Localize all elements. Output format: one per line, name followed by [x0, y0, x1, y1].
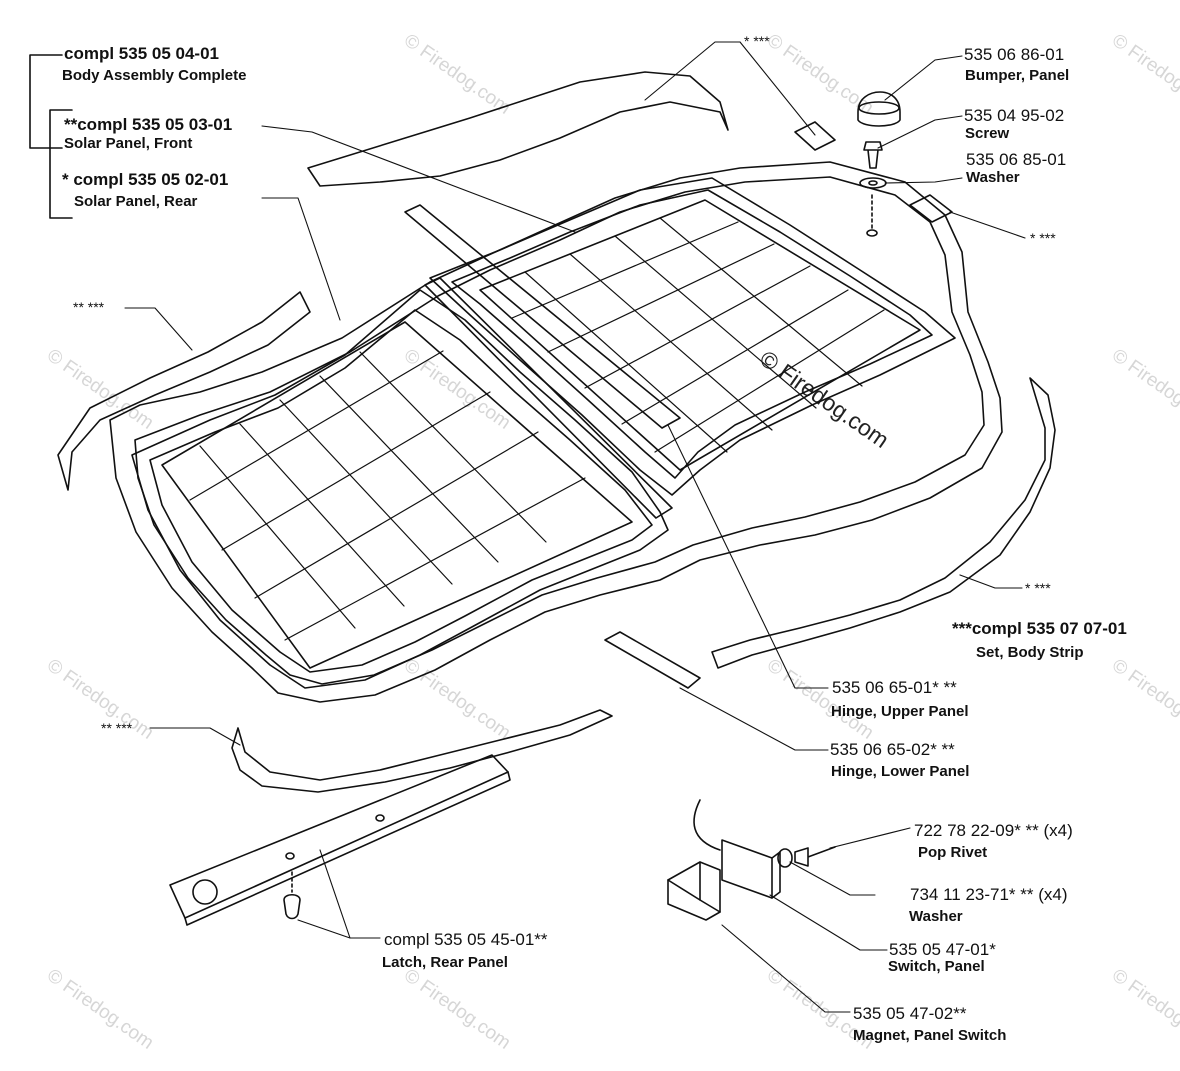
part-number-washer-rivet: 734 11 23-71* ** (x4) [910, 885, 1068, 904]
part-name-screw: Screw [965, 125, 1010, 142]
part-name-bumper: Bumper, Panel [965, 67, 1070, 84]
front-panel-grid [511, 217, 885, 453]
part-number-switch-panel: 535 05 47-01* [889, 940, 996, 959]
part-number-body-assembly: compl 535 05 04-01 [64, 44, 219, 63]
latch-pin [283, 893, 301, 920]
latch-part [169, 754, 509, 919]
pop-rivet-part [794, 846, 836, 867]
part-name-solar-front: Solar Panel, Front [64, 135, 193, 152]
washer-top-part [859, 177, 887, 189]
part-number-bumper: 535 06 86-01 [964, 45, 1065, 64]
front-panel-cells [479, 199, 921, 471]
strip-ref-right: * *** [1030, 230, 1056, 246]
part-number-latch: compl 535 05 45-01** [384, 930, 548, 949]
part-number-magnet: 535 05 47-02** [853, 1004, 967, 1023]
bumper-part [857, 91, 901, 127]
hinge-upper-part [404, 204, 681, 429]
body-strip-lower [604, 631, 701, 689]
part-name-washer-top: Washer [966, 169, 1020, 186]
part-name-body-strip-set: Set, Body Strip [976, 644, 1084, 661]
screw-part [863, 141, 883, 169]
hinge-lower-part [424, 277, 673, 519]
body-strip-left [57, 291, 311, 491]
front-panel-border [451, 189, 933, 479]
strip-ref-lower-right: * *** [1025, 580, 1051, 596]
switch-panel-part [721, 839, 773, 899]
part-number-screw: 535 04 95-02 [964, 106, 1065, 125]
part-name-washer-rivet: Washer [909, 908, 963, 925]
front-panel-frame [429, 177, 956, 496]
pad-right [909, 194, 953, 223]
part-name-body-assembly: Body Assembly Complete [62, 67, 247, 84]
part-number-hinge-upper: 535 06 65-01* ** [832, 678, 957, 697]
magnet-part [667, 861, 721, 921]
body-strip-top [307, 71, 729, 187]
assembly-bracket [29, 54, 63, 149]
mount-hole [866, 229, 878, 237]
rear-panel-grid [189, 350, 586, 641]
body-inner-rim [134, 176, 985, 685]
part-number-hinge-lower: 535 06 65-02* ** [830, 740, 955, 759]
body-strip-right [711, 377, 1056, 669]
part-number-body-strip-set: ***compl 535 07 07-01 [952, 619, 1127, 638]
rear-panel-border [149, 309, 653, 673]
part-name-hinge-upper: Hinge, Upper Panel [831, 703, 969, 720]
washer-rivet-part [777, 848, 793, 868]
part-name-magnet: Magnet, Panel Switch [853, 1027, 1007, 1044]
part-name-latch: Latch, Rear Panel [382, 954, 508, 971]
rear-panel-cells [161, 321, 633, 669]
part-name-hinge-lower: Hinge, Lower Panel [831, 763, 970, 780]
strip-ref-left: ** *** [73, 299, 105, 315]
part-name-switch-panel: Switch, Panel [888, 958, 985, 975]
part-number-solar-rear: * compl 535 05 02-01 [62, 170, 229, 189]
pad-top [794, 121, 836, 151]
part-number-solar-front: **compl 535 05 03-01 [64, 115, 233, 134]
part-number-pop-rivet: 722 78 22-09* ** (x4) [914, 821, 1073, 840]
body-strip-bottom-left [231, 709, 613, 793]
part-name-solar-rear: Solar Panel, Rear [74, 193, 198, 210]
strip-ref-top: * *** [744, 33, 770, 49]
strip-ref-bottom-left: ** *** [101, 720, 133, 736]
part-number-washer-top: 535 06 85-01 [966, 150, 1067, 169]
part-name-pop-rivet: Pop Rivet [918, 844, 988, 861]
leader-lines [124, 41, 1026, 1013]
rear-panel-frame [131, 289, 669, 689]
